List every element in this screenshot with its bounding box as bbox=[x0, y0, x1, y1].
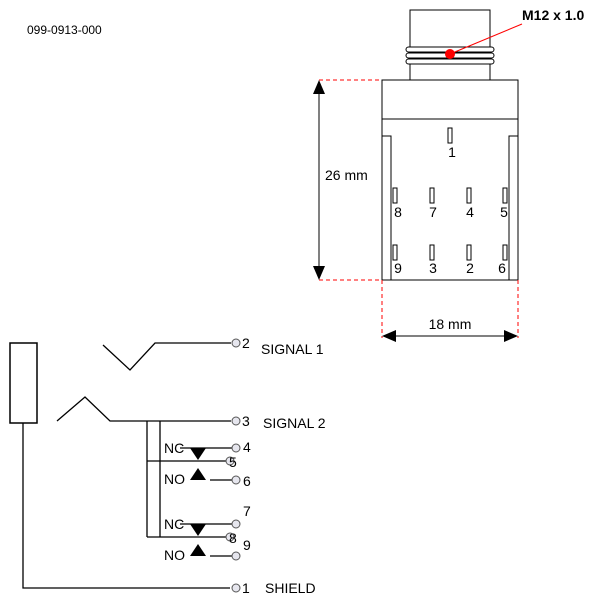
pin-label: 3 bbox=[429, 260, 437, 276]
terminal-number: 4 bbox=[243, 439, 251, 455]
pin-label: 1 bbox=[448, 144, 456, 160]
no-label: NO bbox=[164, 547, 185, 563]
pin-label: 9 bbox=[394, 260, 402, 276]
height-dimension: 26 mm bbox=[325, 167, 368, 183]
shield-label: SHIELD bbox=[265, 580, 316, 596]
terminal-number: 3 bbox=[242, 413, 250, 429]
terminal-number: 9 bbox=[243, 537, 251, 553]
pin-labels: 1 8 7 4 5 9 3 2 6 bbox=[394, 144, 508, 276]
terminal-number: 2 bbox=[242, 335, 250, 351]
signal1-label: SIGNAL 1 bbox=[261, 341, 324, 357]
pin-label: 5 bbox=[500, 204, 508, 220]
thread-label: M12 x 1.0 bbox=[522, 7, 584, 23]
pin-label: 6 bbox=[498, 260, 506, 276]
terminal-number: 8 bbox=[229, 530, 237, 546]
terminal-number: 5 bbox=[229, 454, 237, 470]
part-number: 099-0913-000 bbox=[27, 23, 102, 37]
dimensions: 26 mm 18 mm bbox=[313, 79, 519, 342]
signal2-label: SIGNAL 2 bbox=[263, 415, 326, 431]
nc-label: NC bbox=[164, 440, 184, 456]
connector-drawing bbox=[381, 9, 519, 281]
width-dimension: 18 mm bbox=[429, 316, 472, 332]
pin-label: 8 bbox=[394, 204, 402, 220]
pin-label: 2 bbox=[466, 260, 474, 276]
schematic bbox=[9, 338, 241, 593]
terminal-number: 6 bbox=[243, 473, 251, 489]
nc-label: NC bbox=[164, 516, 184, 532]
terminal-number: 1 bbox=[242, 580, 250, 596]
schematic-labels: 2 SIGNAL 1 3 SIGNAL 2 1 SHIELD NC NO 4 5… bbox=[164, 335, 326, 596]
terminal-number: 7 bbox=[243, 503, 251, 519]
thread-callout: M12 x 1.0 bbox=[445, 7, 584, 59]
pin-label: 4 bbox=[466, 204, 474, 220]
pin-label: 7 bbox=[429, 204, 437, 220]
no-label: NO bbox=[164, 471, 185, 487]
